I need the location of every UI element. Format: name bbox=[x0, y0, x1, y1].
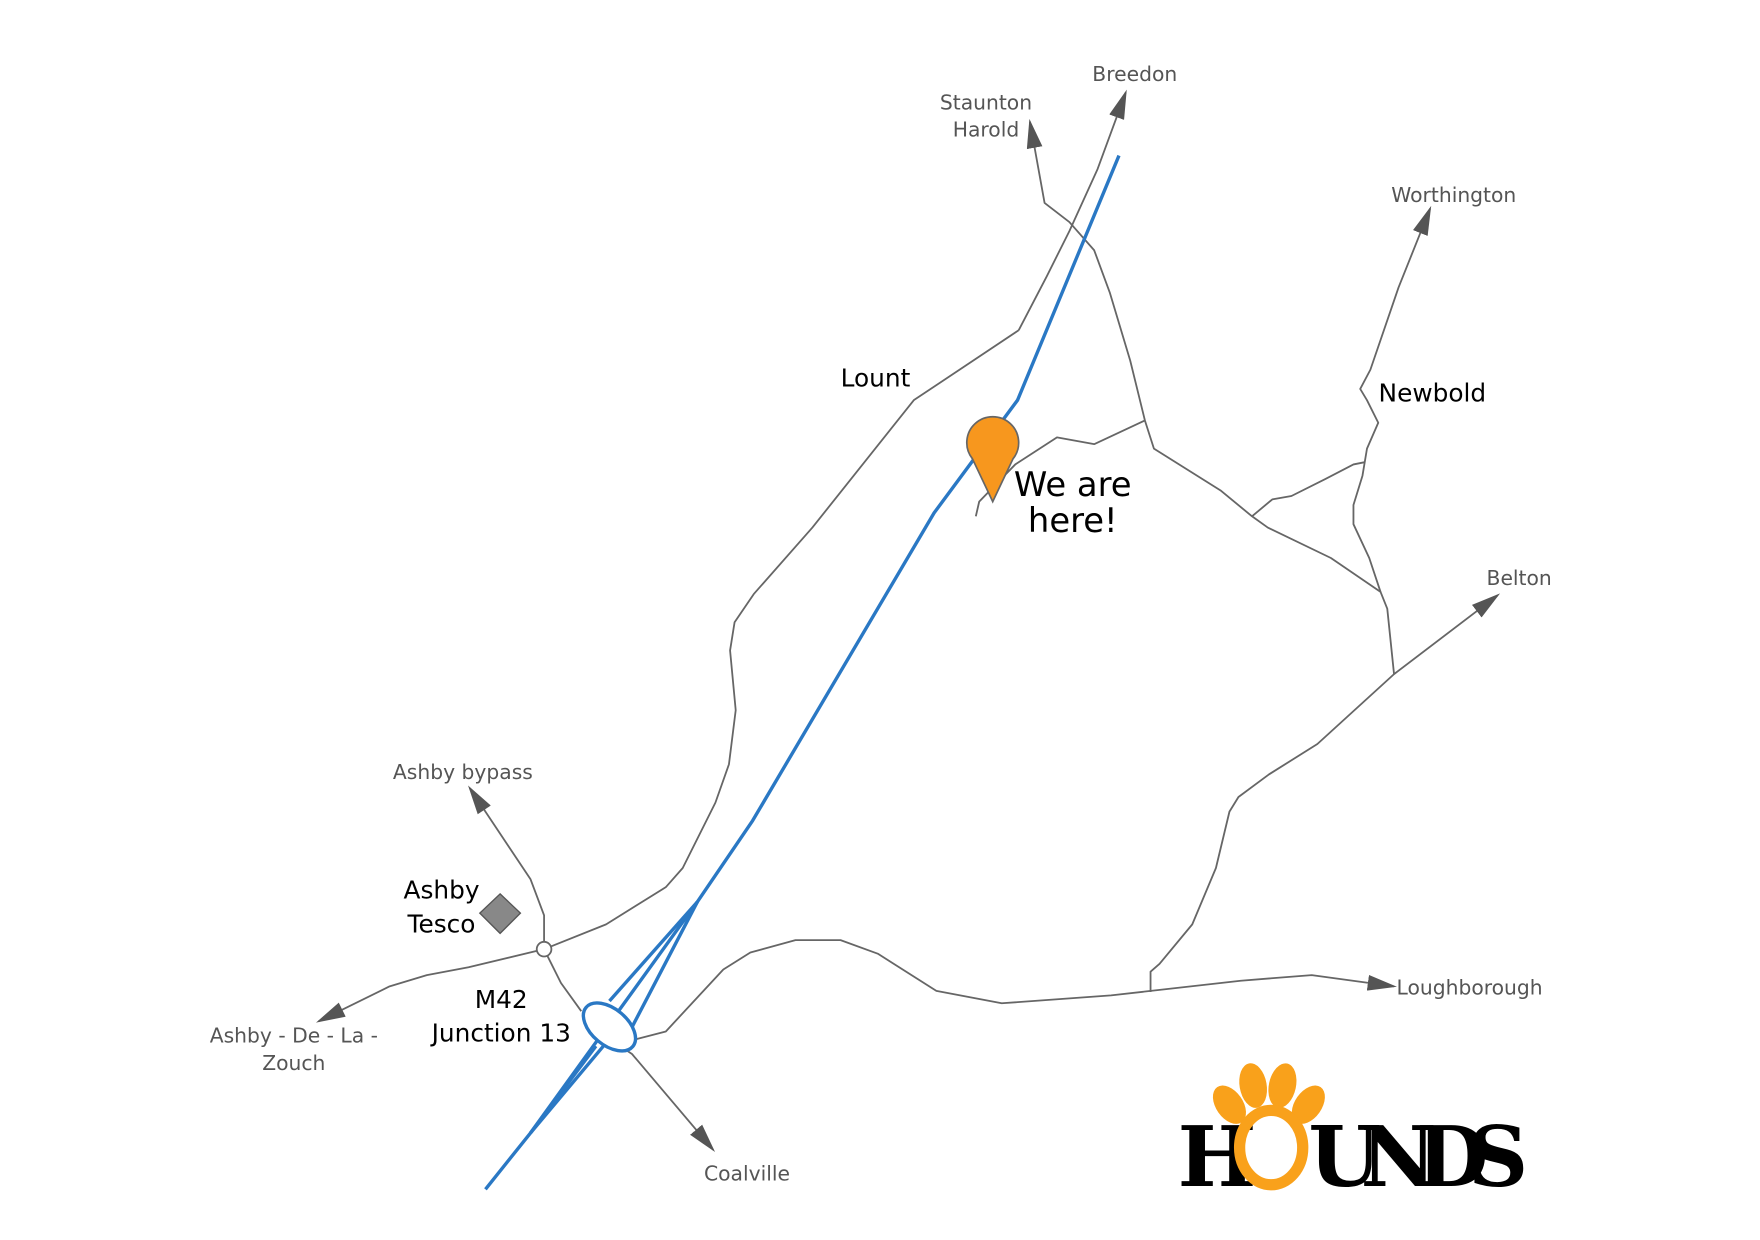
road-staunton-harold bbox=[1026, 118, 1395, 675]
label-zouch: Zouch bbox=[262, 1051, 325, 1075]
label-ashby-bypass: Ashby bypass bbox=[393, 760, 533, 784]
label-coalville: Coalville bbox=[704, 1161, 790, 1185]
hounds-logo: H UNDS bbox=[1178, 1063, 1528, 1206]
m42-motorway bbox=[484, 154, 1121, 1191]
label-harold: Harold bbox=[953, 117, 1020, 141]
road-breedon-ashby bbox=[315, 329, 1020, 1023]
label-ashby-de-la: Ashby - De - La - bbox=[210, 1024, 378, 1048]
road-loughborough bbox=[635, 939, 1397, 1041]
junction-13-roundabout bbox=[581, 1001, 638, 1053]
road-belton bbox=[1149, 593, 1501, 992]
road-pin bbox=[974, 419, 1146, 517]
map-labels: Breedon Staunton Harold Worthington Loun… bbox=[210, 62, 1552, 1185]
label-loughborough: Loughborough bbox=[1397, 975, 1543, 999]
location-pin-icon bbox=[965, 415, 1020, 504]
logo-paw-o bbox=[1233, 1104, 1309, 1191]
road-ashby-bypass bbox=[468, 785, 583, 1012]
label-m42: M42 bbox=[475, 985, 528, 1014]
tesco-building-icon bbox=[478, 892, 522, 935]
label-staunton: Staunton bbox=[940, 90, 1032, 114]
label-ashby: Ashby bbox=[403, 875, 479, 904]
label-lount: Lount bbox=[841, 364, 911, 393]
road-to-breedon bbox=[1017, 89, 1127, 331]
label-breedon: Breedon bbox=[1092, 62, 1177, 86]
roads bbox=[315, 89, 1501, 1153]
label-we-are: We are bbox=[1014, 465, 1132, 504]
label-tesco: Tesco bbox=[407, 909, 476, 938]
label-here: here! bbox=[1028, 501, 1118, 540]
logo-letters-unds: UNDS bbox=[1308, 1108, 1528, 1206]
label-worthington: Worthington bbox=[1391, 183, 1516, 207]
label-junction-13: Junction 13 bbox=[430, 1019, 571, 1048]
road-coalville bbox=[614, 1041, 716, 1153]
road-branch bbox=[1251, 461, 1365, 517]
roundabout bbox=[535, 940, 553, 958]
label-newbold: Newbold bbox=[1379, 378, 1487, 407]
label-belton: Belton bbox=[1487, 566, 1552, 590]
road-worthington bbox=[1352, 205, 1432, 593]
